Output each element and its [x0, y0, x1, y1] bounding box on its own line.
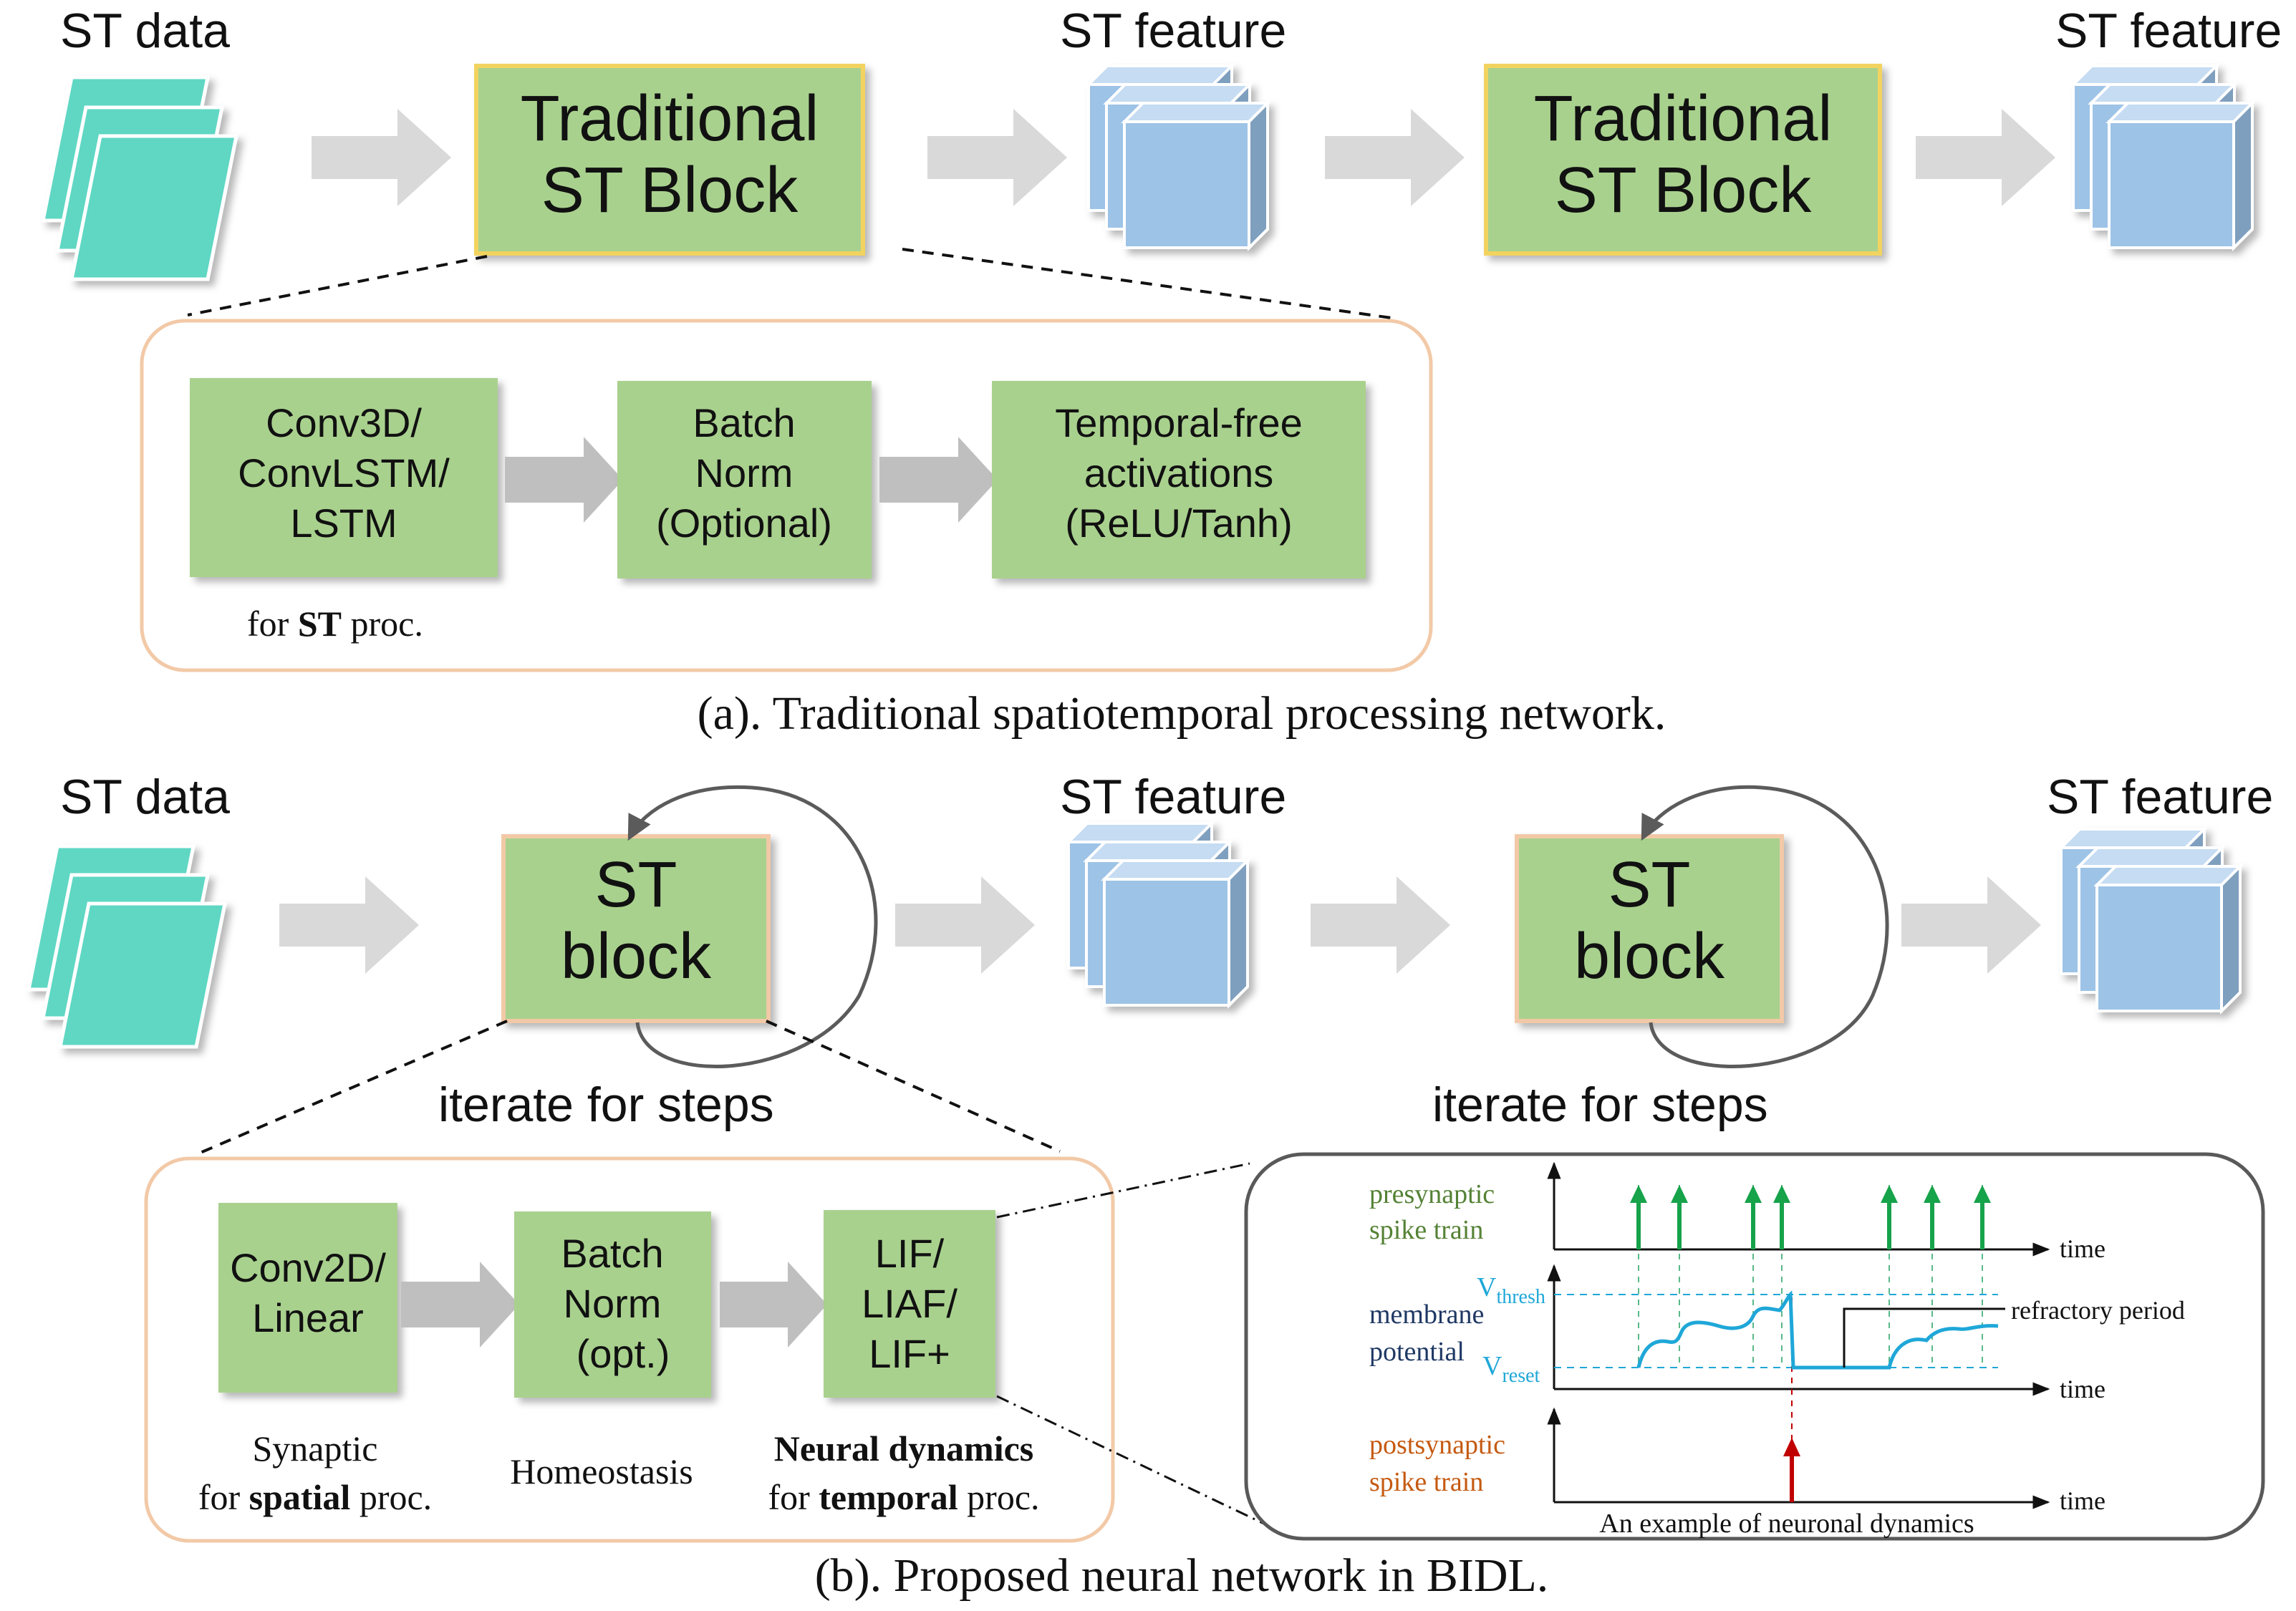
- pre-label-2: spike train: [1369, 1215, 1483, 1245]
- b-homeostasis-label: Homeostasis: [510, 1451, 693, 1491]
- b-detail-arrow-1: [401, 1262, 519, 1348]
- b-bn-line-2: Norm: [564, 1281, 662, 1326]
- panel-a: ST data ST feature ST feature Traditiona…: [43, 4, 2282, 740]
- b-st-feature-cubes-2: [2060, 828, 2242, 1012]
- b-detail-bn-block: Batch Norm (opt.): [514, 1211, 711, 1398]
- b-zoom-line-left: [196, 1020, 508, 1156]
- a-st-feature-cubes-2: [2072, 64, 2254, 249]
- b-st-data-label: ST data: [60, 770, 230, 824]
- b-iterate-label-1: iterate for steps: [438, 1078, 774, 1132]
- b-block-1-line-1: ST: [594, 849, 677, 921]
- time-label-3: time: [2060, 1486, 2106, 1515]
- a-zoom-line-left: [187, 255, 488, 316]
- b-lif-line-1: LIF/: [875, 1231, 945, 1276]
- b-flow-arrow-2: [895, 876, 1035, 974]
- b-synaptic-line-2: for spatial proc.: [198, 1477, 432, 1517]
- a-act-line-1: Temporal-free: [1055, 400, 1302, 445]
- a-detail-activation-block: Temporal-free activations (ReLU/Tanh): [992, 381, 1366, 579]
- b-conv-line-2: Linear: [252, 1295, 364, 1340]
- b-caption: (b). Proposed neural network in BIDL.: [815, 1549, 1549, 1602]
- b-iterate-label-2: iterate for steps: [1432, 1078, 1768, 1132]
- a-conv-line-2: ConvLSTM/: [238, 450, 450, 495]
- b-neuron-dynamics-panel: presynaptic spike train membrane potenti…: [1244, 1152, 2265, 1541]
- a-flow-arrow-4: [1916, 109, 2055, 206]
- b-synaptic-line-1: Synaptic: [253, 1428, 378, 1469]
- b-bn-line-3: (opt.): [577, 1331, 670, 1376]
- a-flow-arrow-2: [927, 109, 1067, 206]
- refractory-label: refractory period: [2011, 1296, 2185, 1325]
- a-block-2-line-1: Traditional: [1534, 83, 1833, 155]
- refractory-bracket: [1843, 1307, 2002, 1368]
- panel-b: ST data ST feature ST feature ST block i…: [29, 770, 2273, 1602]
- a-traditional-st-block-2: Traditional ST Block: [1484, 64, 1882, 256]
- a-st-feature-cubes-1: [1087, 64, 1269, 249]
- time-label-1: time: [2060, 1234, 2106, 1263]
- a-block-2-line-2: ST Block: [1555, 155, 1812, 226]
- b-block-1-line-2: block: [561, 921, 712, 992]
- b-conv-line-1: Conv2D/: [230, 1245, 386, 1290]
- a-zoom-line-right: [902, 248, 1397, 320]
- mem-label-1: membrane: [1369, 1300, 1484, 1330]
- a-detail-note: for ST proc.: [247, 604, 423, 644]
- time-label-2: time: [2060, 1375, 2106, 1403]
- postsynaptic-spike: [1783, 1438, 1800, 1502]
- b-flow-arrow-3: [1311, 876, 1450, 974]
- a-detail-bn-block: Batch Norm (Optional): [617, 381, 872, 579]
- a-detail-conv-block: Conv3D/ ConvLSTM/ LSTM: [190, 378, 498, 577]
- a-st-data-label: ST data: [60, 4, 230, 58]
- a-flow-arrow-1: [312, 109, 451, 206]
- b-st-block-1: ST block: [501, 834, 771, 1023]
- pre-label-1: presynaptic: [1369, 1179, 1495, 1209]
- b-detail-arrow-2: [720, 1262, 827, 1348]
- b-zoom-line-right: [766, 1020, 1061, 1153]
- a-st-data-stack: [43, 77, 236, 279]
- a-detail-arrow-1: [505, 437, 623, 523]
- presynaptic-spikes: [1630, 1185, 1991, 1249]
- b-bn-line-1: Batch: [561, 1231, 663, 1276]
- post-label-1: postsynaptic: [1369, 1430, 1505, 1460]
- post-label-2: spike train: [1369, 1467, 1483, 1497]
- b-flow-arrow-4: [1901, 876, 2041, 974]
- neuron-panel-caption: An example of neuronal dynamics: [1599, 1509, 1974, 1539]
- b-st-feature-cubes-1: [1067, 822, 1249, 1007]
- membrane-potential-trace: [1636, 1290, 1999, 1370]
- b-st-block-2: ST block: [1515, 834, 1784, 1023]
- a-block-1-line-1: Traditional: [521, 83, 819, 155]
- a-bn-line-1: Batch: [693, 400, 795, 445]
- a-bn-line-2: Norm: [695, 450, 794, 495]
- a-conv-line-3: LSTM: [290, 500, 397, 546]
- a-st-feature-label-1: ST feature: [1060, 4, 1286, 58]
- b-loop-arrow-2: [1641, 785, 1889, 1068]
- b-neuron-zoom-line-top: [996, 1162, 1250, 1219]
- b-lif-line-2: LIAF/: [862, 1281, 958, 1326]
- b-detail-conv-block: Conv2D/ Linear: [218, 1203, 397, 1393]
- a-caption: (a). Traditional spatiotemporal processi…: [698, 687, 1666, 740]
- b-st-feature-label-1: ST feature: [1060, 770, 1286, 824]
- a-detail-arrow-2: [879, 437, 998, 523]
- a-traditional-st-block-1: Traditional ST Block: [474, 64, 865, 256]
- a-act-line-2: activations: [1084, 450, 1274, 495]
- a-bn-line-3: (Optional): [656, 500, 832, 546]
- b-block-2-line-1: ST: [1608, 849, 1690, 921]
- v-reset-label: Vreset: [1482, 1351, 1540, 1387]
- a-flow-arrow-3: [1325, 109, 1465, 206]
- b-st-data-stack: [29, 846, 225, 1047]
- v-thresh-label: Vthresh: [1477, 1272, 1545, 1308]
- a-st-feature-label-2: ST feature: [2055, 4, 2282, 58]
- b-st-feature-label-2: ST feature: [2047, 770, 2273, 824]
- b-lif-line-3: LIF+: [869, 1331, 950, 1376]
- b-flow-arrow-1: [279, 876, 419, 974]
- mem-label-2: potential: [1369, 1337, 1465, 1367]
- b-neural-dynamics-label: Neural dynamics: [774, 1428, 1034, 1469]
- b-loop-arrow-1: [627, 785, 878, 1068]
- b-temporal-proc-label: for temporal proc.: [768, 1477, 1039, 1517]
- b-block-2-line-2: block: [1574, 921, 1725, 992]
- a-block-1-line-2: ST Block: [541, 155, 799, 226]
- a-conv-line-1: Conv3D/: [266, 400, 422, 445]
- a-act-line-3: (ReLU/Tanh): [1065, 500, 1292, 546]
- b-detail-lif-block: LIF/ LIAF/ LIF+: [824, 1210, 995, 1398]
